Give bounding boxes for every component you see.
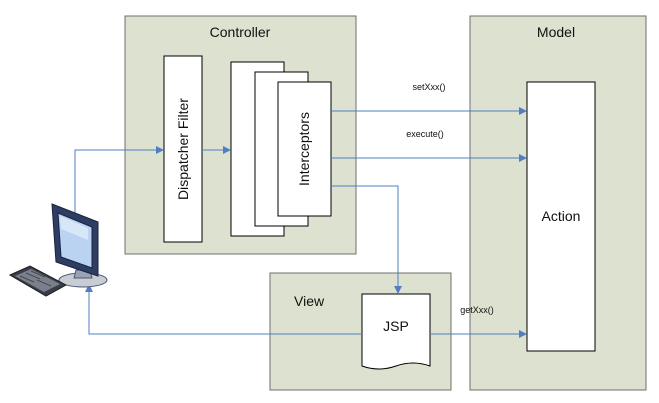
dispatcher-filter-label: Dispatcher Filter — [175, 98, 191, 200]
action-box — [526, 81, 596, 352]
action-label: Action — [542, 208, 581, 224]
getxxx-label: getXxx() — [460, 305, 494, 315]
interceptors-to-jsp-arrow — [331, 185, 402, 294]
view-title: View — [294, 293, 325, 309]
model-title: Model — [537, 24, 575, 40]
client-to-dispatcher-arrow — [74, 146, 164, 214]
jsp-to-client-arrow — [85, 284, 362, 335]
execute-label: execute() — [406, 129, 444, 139]
dispatcher-filter-box — [163, 55, 203, 243]
interceptors-box — [277, 81, 332, 217]
interceptors-label: Interceptors — [296, 112, 312, 186]
computer-icon — [8, 203, 108, 297]
setxxx-label: setXxx() — [412, 82, 445, 92]
jsp-document — [361, 293, 431, 370]
controller-title: Controller — [210, 24, 271, 40]
jsp-label: JSP — [383, 318, 409, 334]
